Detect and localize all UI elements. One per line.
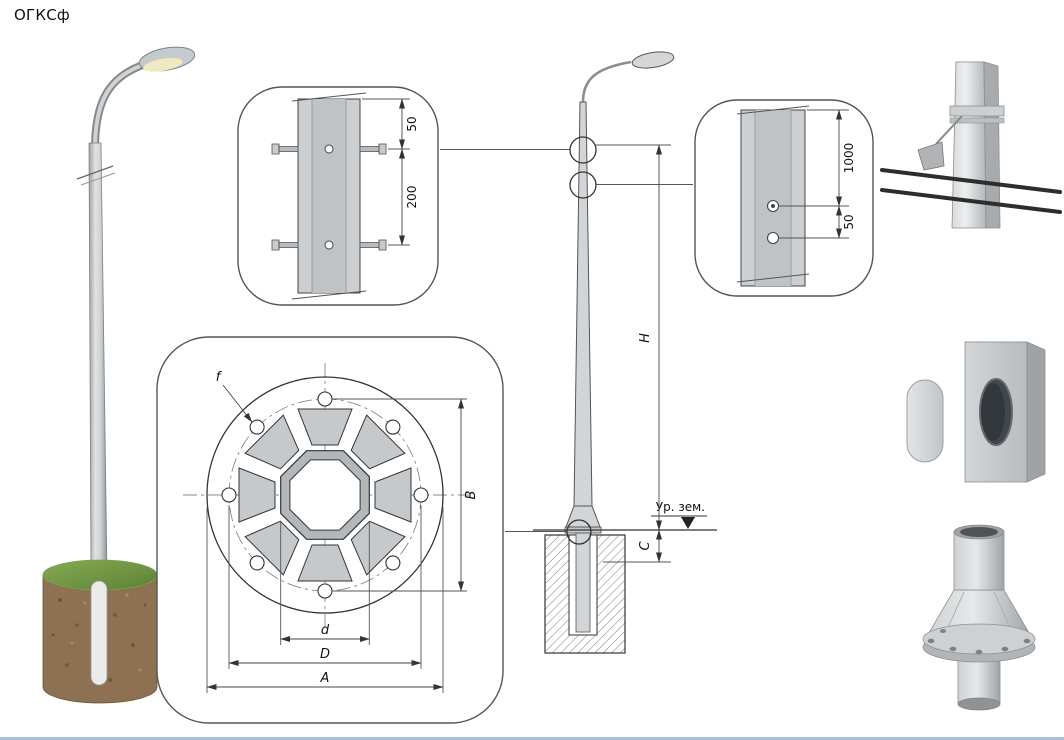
ground-line: Ур. зем. [533,500,717,531]
base-plate [922,623,1036,655]
callout-circle-upper [569,136,597,164]
embedded-pole-cutaway [90,580,108,686]
dim-label-1000: 1000 [842,143,856,174]
dim-label-H: H [638,333,653,343]
dimensions: 50 200 [362,98,419,246]
dimensions: 1000 50 [779,109,856,239]
callout-line-top-detail [440,149,570,150]
pole-cross-section [280,450,370,540]
cable [880,168,1062,194]
pole-shaft [76,142,116,576]
dimensions: f B d D A [206,370,479,693]
lamp-arm [91,57,157,150]
flange-outer-circle [206,376,444,614]
pole-outline [564,51,675,633]
foundation-3d [42,559,158,704]
bolt-holes [221,391,429,599]
detail-section-top: 50 200 [237,86,439,306]
lamp-head [138,46,196,72]
callout-circle-base [566,519,592,545]
door-cover [906,379,944,463]
gusset-plates [238,408,412,582]
dim-label-C: C [638,541,653,551]
pole-elevation: Ур. зем. H C [533,51,717,654]
page-title: ОГКСф [14,6,70,24]
dimensions: H C [595,144,671,563]
plate-bolt-holes [927,629,1031,655]
ground-label: Ур. зем. [656,500,705,514]
pole-section [736,105,810,287]
access-door-3d-render [906,341,1046,483]
dim-label-f: f [216,370,223,385]
band-clamp [949,105,1005,117]
pole-3d-render [42,46,196,704]
dim-label-B: B [464,490,479,499]
top-tube [953,531,1005,591]
dim-label-A: A [320,671,330,686]
detail-section-right: 1000 50 [694,99,874,297]
dim-label-200: 200 [405,186,419,209]
pole-section [291,92,367,300]
dim-label-d: d [321,623,330,638]
cable [880,188,1062,214]
callout-circle-lower [569,171,597,199]
lamp-head-outline [631,51,675,69]
clamp-3d-render [880,61,1062,229]
flange-plan-detail: f B d D A [156,336,504,724]
dim-label-50: 50 [842,214,856,229]
callout-line-right-detail [596,184,693,185]
level-mark [681,517,695,529]
dim-label-D: D [320,647,330,662]
window-edge [0,737,1064,740]
callout-line-flange-detail [505,531,567,532]
flange-base-3d-render [922,524,1036,711]
dim-label-50: 50 [405,116,419,131]
wedge-clamp [917,141,945,171]
